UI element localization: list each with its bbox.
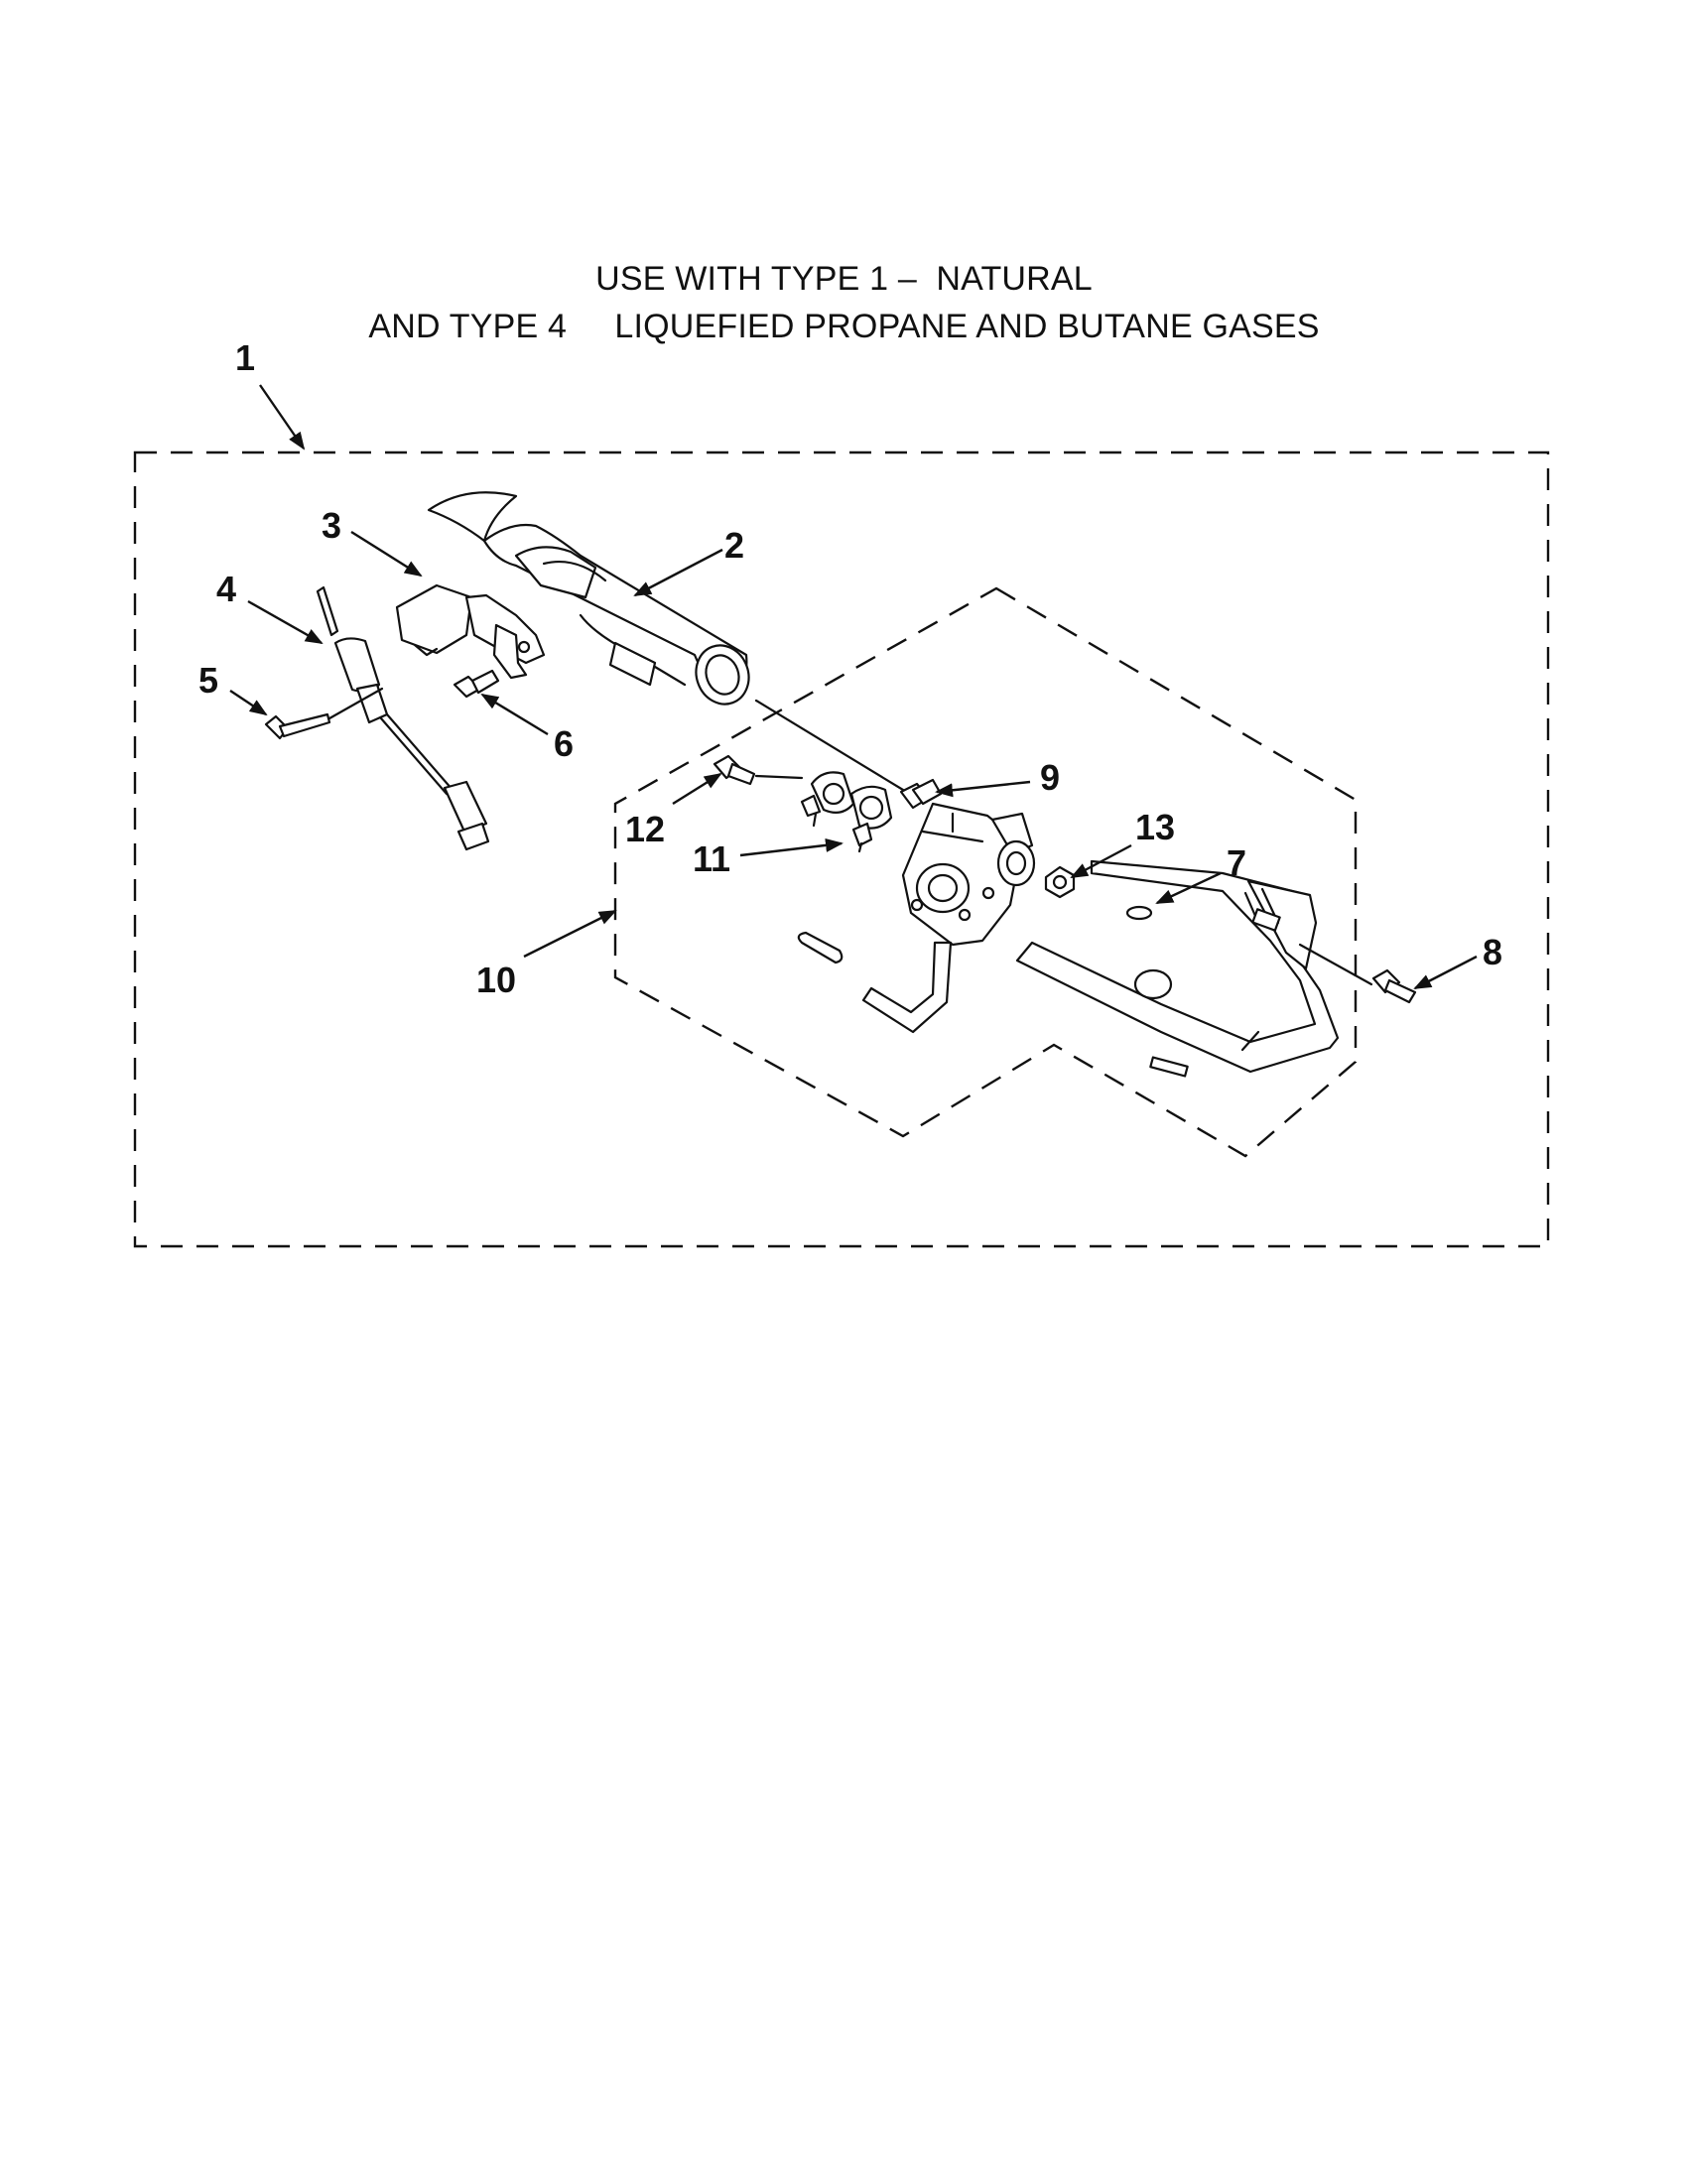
igniter-part (316, 585, 490, 851)
callout-8: 8 (1483, 932, 1502, 972)
bracket-screw-part (453, 669, 500, 699)
valve-bracket-part (1015, 859, 1340, 1078)
callout-2: 2 (724, 525, 744, 566)
leader-line-6 (480, 693, 549, 736)
leader-line-8 (1413, 955, 1478, 990)
leader-line-9 (935, 780, 1031, 798)
callout-3: 3 (322, 505, 341, 546)
callout-7: 7 (1227, 842, 1246, 883)
diagram-heading-line-1: USE WITH TYPE 1 – NATURAL (595, 260, 1093, 298)
leader-line-1 (259, 384, 306, 450)
leader-line-7 (1155, 871, 1222, 905)
leader-line-2 (633, 548, 723, 597)
assembly-boundary-outer (133, 450, 1550, 1248)
leader-line-4 (247, 599, 324, 645)
callout-1: 1 (235, 337, 255, 378)
leader-line-5 (229, 690, 268, 716)
bracket-mount-screw-part (1298, 943, 1417, 1004)
callout-13: 13 (1135, 807, 1175, 847)
leader-line-11 (739, 837, 844, 857)
leader-line-12 (672, 772, 722, 806)
leader-line-3 (350, 530, 423, 578)
callout-11: 11 (693, 838, 730, 879)
valve-fitting-part (1044, 865, 1076, 899)
leader-line-13 (1070, 843, 1132, 879)
burner-bracket-part (395, 583, 546, 680)
burner-tube-part (427, 491, 750, 706)
callout-4: 4 (216, 569, 236, 609)
diagram-heading-line-2: AND TYPE 4 LIQUEFIED PROPANE AND BUTANE … (368, 308, 1320, 345)
gas-valve-part (797, 802, 1036, 1034)
valve-coil-part (800, 771, 893, 853)
callout-12: 12 (625, 809, 665, 849)
coil-screw-part (713, 754, 804, 786)
callout-9: 9 (1040, 757, 1060, 798)
igniter-screw-part (264, 687, 384, 740)
assembly-boundary-valve (613, 586, 1358, 1158)
callout-10: 10 (476, 960, 516, 1000)
callout-6: 6 (554, 723, 574, 764)
callout-5: 5 (198, 660, 218, 701)
leader-line-10 (523, 909, 617, 959)
